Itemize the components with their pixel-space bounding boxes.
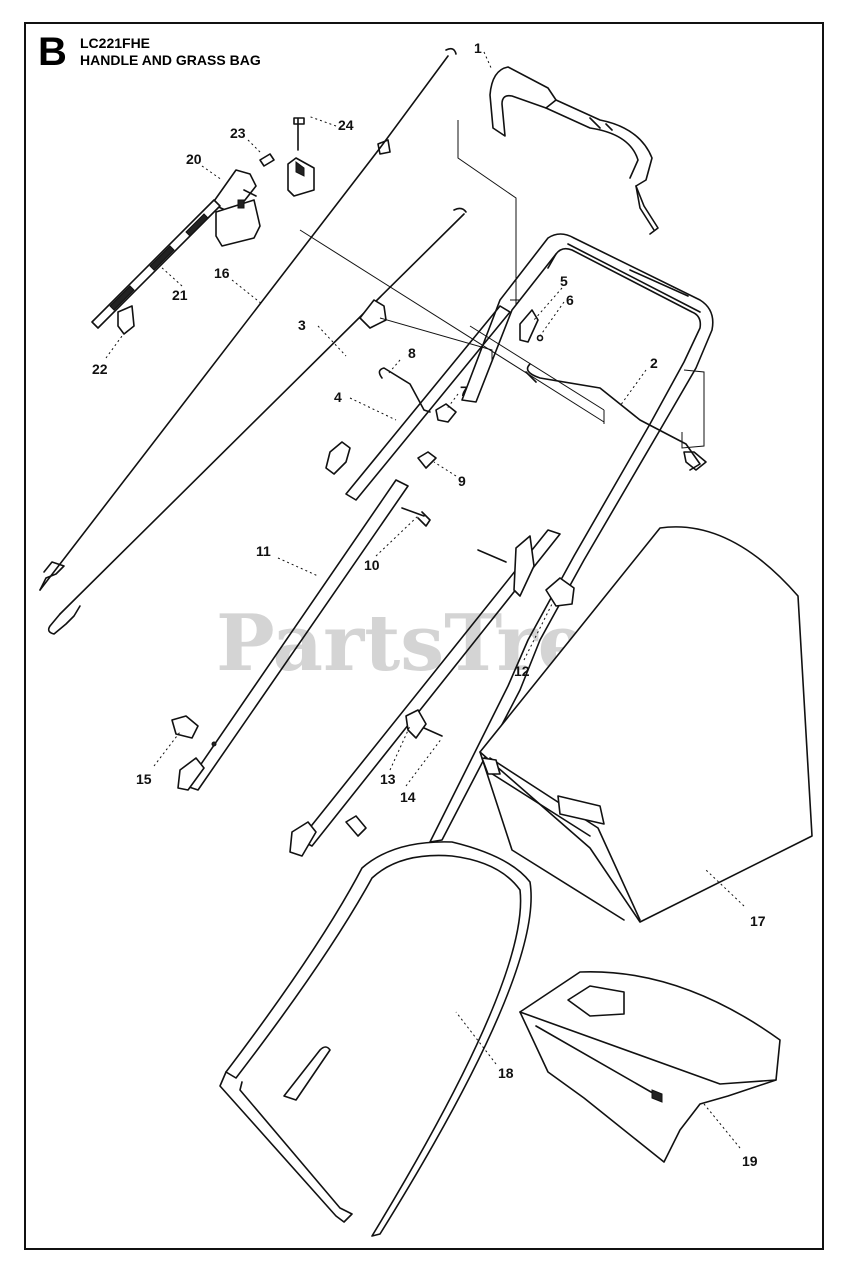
callout-3: 3 (298, 317, 306, 333)
callout-14: 14 (400, 789, 416, 805)
part-upper-handle (489, 66, 659, 235)
callout-17: 17 (750, 913, 766, 929)
callout-19: 19 (742, 1153, 758, 1169)
callout-6: 6 (566, 292, 574, 308)
reference-line (457, 120, 517, 305)
reference-line (379, 299, 520, 362)
diagram-border (24, 22, 824, 1250)
callout-12: 12 (514, 663, 530, 679)
leader-lines (105, 51, 745, 1149)
callout-2: 2 (650, 355, 658, 371)
callout-9: 9 (458, 473, 466, 489)
part-nut-9 (417, 451, 437, 469)
callout-10: 10 (364, 557, 380, 573)
part-lower-tube-11 (177, 479, 409, 791)
callout-7: 7 (460, 383, 468, 399)
part-bolt-13-14 (345, 709, 443, 837)
part-cable-3 (59, 213, 465, 615)
part-control-housing (211, 169, 261, 247)
callout-18: 18 (498, 1065, 514, 1081)
part-knob-7 (435, 403, 457, 423)
callout-11: 11 (256, 543, 271, 559)
callout-21: 21 (172, 287, 188, 303)
part-control-bar-21 (91, 199, 221, 329)
reference-line (681, 369, 705, 449)
part-deflector-19 (519, 971, 781, 1163)
callout-20: 20 (186, 151, 202, 167)
part-bag-rod (525, 363, 707, 471)
diagram-title: HANDLE AND GRASS BAG (80, 52, 261, 68)
part-hook-8 (378, 367, 431, 413)
part-bag-frame-18 (219, 841, 532, 1237)
callout-4: 4 (334, 389, 342, 405)
callout-1: 1 (474, 40, 482, 56)
model-number: LC221FHE (80, 35, 151, 51)
part-grass-bag-17 (479, 526, 813, 923)
part-bolt-23 (259, 153, 275, 167)
callout-8: 8 (408, 345, 416, 361)
part-lever-22 (117, 305, 135, 335)
reference-line (469, 325, 605, 424)
part-cable-16 (39, 55, 449, 591)
callout-22: 22 (92, 361, 108, 377)
callout-24: 24 (338, 117, 354, 133)
part-switch-24 (287, 117, 315, 197)
callout-13: 13 (380, 771, 396, 787)
part-handle-tube-4 (325, 305, 511, 501)
section-letter: B (38, 30, 67, 74)
callout-5: 5 (560, 273, 568, 289)
callout-16: 16 (214, 265, 230, 281)
reference-line (299, 229, 605, 423)
part-lower-tube-right (289, 529, 561, 857)
part-bolt-10 (401, 507, 431, 527)
part-wing-knob-12 (545, 577, 575, 607)
part-cable-holder (359, 299, 387, 329)
callout-15: 15 (136, 771, 152, 787)
part-wing-knob-15 (171, 715, 217, 747)
callout-23: 23 (230, 125, 246, 141)
